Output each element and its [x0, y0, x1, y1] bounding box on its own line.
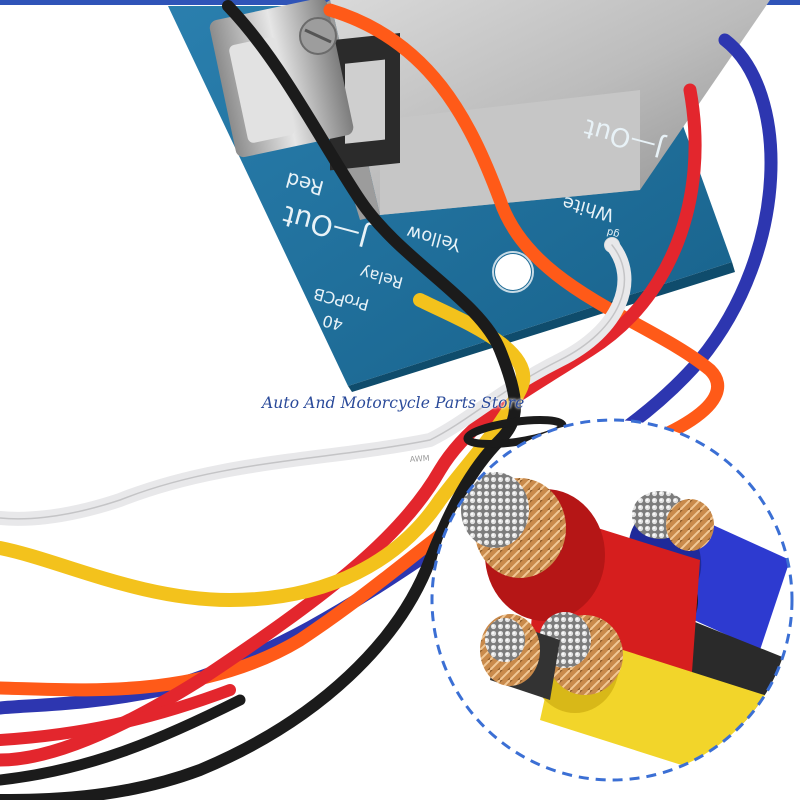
orange-wire	[0, 3, 725, 697]
mounting-hole	[495, 254, 531, 290]
awm-marking: AWM	[410, 454, 431, 464]
wire-bundle: AWM	[0, 0, 778, 800]
store-watermark: Auto And Motorcycle Parts Store	[262, 394, 525, 412]
relay-housing	[300, 0, 770, 220]
label-gnd: gd	[606, 226, 621, 240]
yellow-wire	[0, 293, 530, 608]
dark-core	[480, 614, 560, 700]
inset-dashed-border	[430, 418, 794, 782]
label-40: 40	[320, 311, 345, 335]
cable-tie	[463, 416, 567, 448]
cable-cross-section-inset	[430, 418, 794, 782]
